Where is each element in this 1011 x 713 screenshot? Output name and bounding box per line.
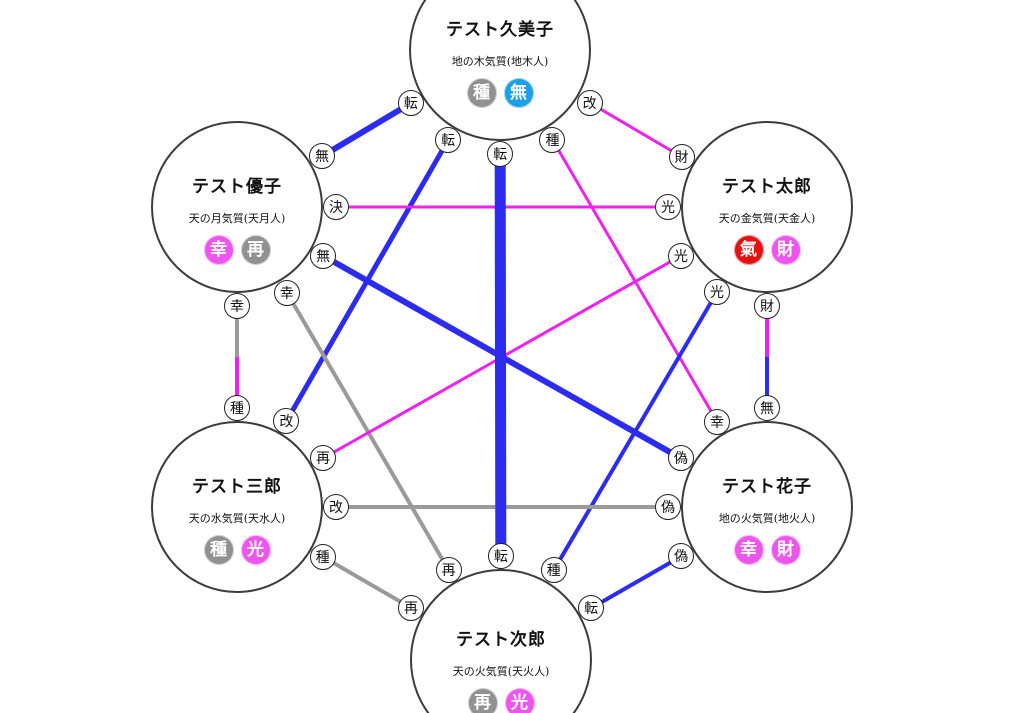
person-type-label: 天の金気質(天金人) xyxy=(718,212,816,225)
relation-label-kumiko: 転 xyxy=(435,127,462,154)
relation-label-yuko: 無 xyxy=(310,242,337,269)
relation-label-kumiko: 転 xyxy=(487,140,514,167)
edge-line-taro-jiro xyxy=(551,291,719,572)
edge-line-saburo-jiro xyxy=(321,554,413,610)
person-node-jiro: テスト次郎天の火気質(天火人) 再光 xyxy=(410,569,592,713)
relation-label-hanako: 偽 xyxy=(667,445,694,472)
relation-label-jiro: 転 xyxy=(487,543,514,569)
person-node-hanako: テスト花子地の火気質(地火人) 幸財 xyxy=(681,421,853,593)
relation-label-jiro: 種 xyxy=(540,557,567,584)
person-name: テスト久美子 xyxy=(446,20,554,40)
person-node-kumiko: テスト久美子地の木気質(地木人) 種無 xyxy=(409,0,591,141)
relation-label-hanako: 幸 xyxy=(704,408,731,435)
person-name: テスト三郎 xyxy=(192,477,282,497)
relation-label-hanako: 偽 xyxy=(655,494,681,520)
type-badge-gray: 種 xyxy=(203,535,234,565)
relation-label-yuko: 無 xyxy=(309,143,335,170)
edge-line-kumiko-jiro xyxy=(494,153,507,557)
person-node-taro: テスト太郎天の金気質(天金人) 氣財 xyxy=(681,121,853,293)
relation-label-yuko: 幸 xyxy=(224,293,250,319)
person-type-label: 地の木気質(地木人) xyxy=(451,55,549,68)
relation-label-hanako: 偽 xyxy=(668,543,695,570)
type-badge-magenta: 幸 xyxy=(733,535,764,565)
edge-line-kumiko-yuko xyxy=(320,100,413,159)
person-type-label: 天の水気質(天水人) xyxy=(188,512,286,525)
type-badge-magenta: 財 xyxy=(770,535,801,565)
badge-row: 種無 xyxy=(411,78,589,108)
type-badge-magenta: 財 xyxy=(770,235,801,265)
badge-row: 種光 xyxy=(153,535,321,565)
type-badge-gray: 種 xyxy=(466,78,497,108)
relation-label-taro: 光 xyxy=(667,242,694,269)
person-name: テスト太郎 xyxy=(722,177,812,197)
relation-label-jiro: 転 xyxy=(578,595,605,622)
person-type-label: 天の火気質(天火人) xyxy=(452,665,550,678)
relation-label-yuko: 決 xyxy=(323,194,349,220)
type-badge-magenta: 光 xyxy=(504,688,535,713)
relation-label-saburo: 種 xyxy=(224,395,250,421)
edge-line-kumiko-taro xyxy=(588,101,683,159)
relation-label-saburo: 再 xyxy=(310,445,337,472)
relation-label-hanako: 無 xyxy=(754,395,780,421)
relation-label-jiro: 再 xyxy=(398,594,425,621)
person-node-yuko: テスト優子天の月気質(天月人) 幸再 xyxy=(151,121,323,293)
badge-row: 氣財 xyxy=(683,235,851,265)
relation-label-jiro: 再 xyxy=(435,557,462,584)
type-badge-magenta: 光 xyxy=(240,535,271,565)
relation-label-saburo: 改 xyxy=(273,408,300,435)
relation-label-saburo: 改 xyxy=(323,494,349,520)
relation-label-kumiko: 種 xyxy=(539,126,566,153)
relation-label-taro: 光 xyxy=(655,194,681,220)
person-type-label: 天の月気質(天月人) xyxy=(188,212,286,225)
type-badge-gray: 再 xyxy=(240,235,271,265)
relation-label-taro: 光 xyxy=(703,279,730,306)
relation-label-taro: 財 xyxy=(754,293,780,319)
relation-label-kumiko: 転 xyxy=(397,90,424,117)
relation-label-saburo: 種 xyxy=(309,543,336,570)
person-name: テスト次郎 xyxy=(456,630,546,650)
badge-row: 幸財 xyxy=(683,535,851,565)
relation-label-yuko: 幸 xyxy=(273,279,300,306)
type-badge-blue: 無 xyxy=(503,78,534,108)
edge-line-hanako-jiro xyxy=(590,554,683,610)
person-type-label: 地の火気質(地火人) xyxy=(718,512,816,525)
badge-row: 再光 xyxy=(412,688,590,713)
person-name: テスト花子 xyxy=(722,477,812,497)
badge-row: 幸再 xyxy=(153,235,321,265)
person-node-saburo: テスト三郎天の水気質(天水人) 種光 xyxy=(151,421,323,593)
type-badge-gray: 再 xyxy=(467,688,498,713)
relation-label-kumiko: 改 xyxy=(576,89,603,116)
type-badge-red: 氣 xyxy=(733,235,764,265)
relation-label-taro: 財 xyxy=(668,143,695,170)
person-name: テスト優子 xyxy=(192,177,282,197)
type-badge-magenta: 幸 xyxy=(203,235,234,265)
